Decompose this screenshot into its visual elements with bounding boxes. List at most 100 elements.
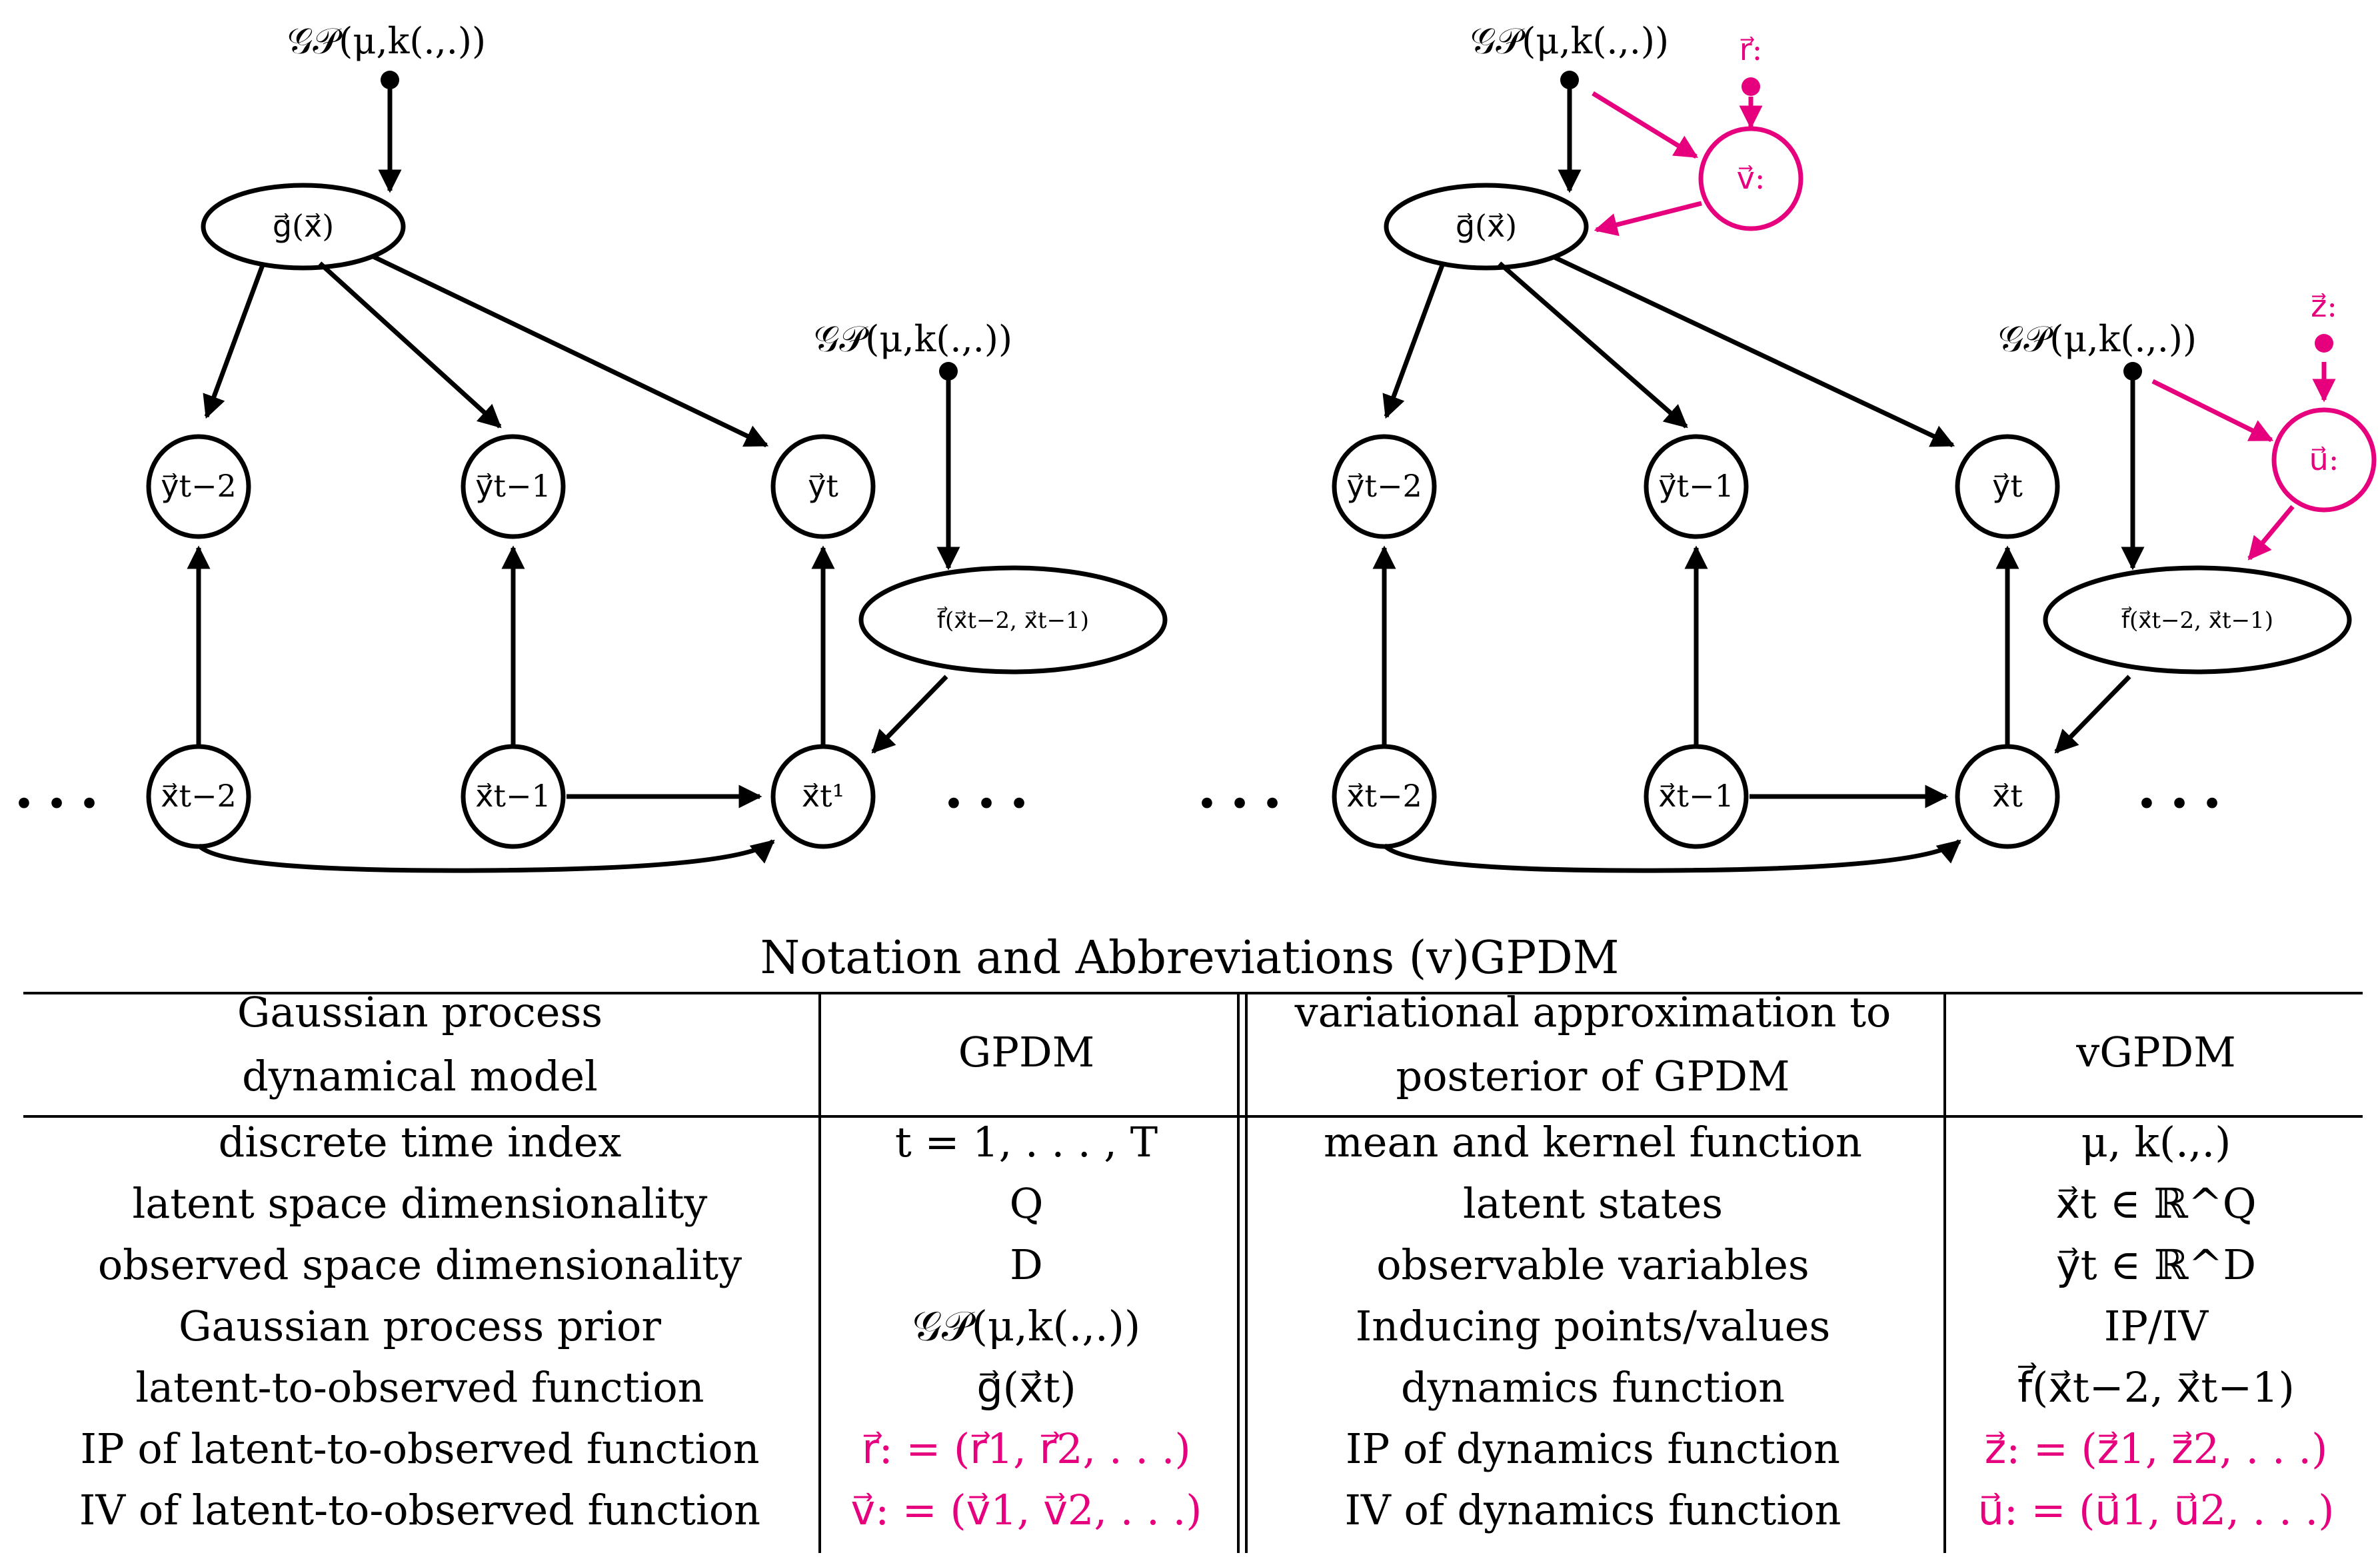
x-node-3-v	[1955, 744, 2060, 849]
r-point	[1742, 77, 1760, 96]
x-node-2	[461, 744, 566, 849]
x-node-1	[146, 744, 251, 849]
edge-f-to-x3	[871, 675, 948, 754]
table-cell-r4-c2: 𝒢𝒫(μ,k(.,.))	[912, 1302, 1140, 1350]
edge-g-to-y3-v	[1552, 254, 1955, 448]
y-node-2	[461, 434, 566, 539]
edge-g-to-y1	[203, 262, 266, 419]
z-label: z⃗:	[2311, 288, 2337, 324]
table-header-3-line-1: variational approximation to	[1294, 988, 1891, 1036]
ellipsis-right-a: • • •	[1196, 783, 1283, 825]
v-node-label: v⃗:	[1737, 160, 1766, 196]
variational-parts	[1592, 91, 2377, 561]
table-header-4-line-1: vGPDM	[2075, 1028, 2235, 1076]
u-node-label: u⃗:	[2309, 441, 2339, 477]
table-header-3-line-2: posterior of GPDM	[1396, 1052, 1790, 1100]
table-cell-r1-c4: μ, k(.,.)	[2081, 1118, 2231, 1166]
edge-g-to-y2-v	[1498, 261, 1688, 429]
x-node-2-label-v: x⃗t−1	[1658, 778, 1734, 814]
y-node-1-label: y⃗t−2	[161, 468, 237, 504]
y-node-1-v	[1332, 434, 1437, 539]
x-node-2-v	[1644, 744, 1749, 849]
table-cell-r1-c3: mean and kernel function	[1324, 1118, 1862, 1166]
table-cell-r7-c2: v⃗: = (v⃗1, v⃗2, . . .)	[851, 1486, 1202, 1534]
gp-prior-label-g-v: 𝒢𝒫(μ,k(.,.))	[1470, 20, 1669, 62]
table-cell-r7-c3: IV of dynamics function	[1345, 1486, 1841, 1534]
gp-prior-label-g: 𝒢𝒫(μ,k(.,.))	[287, 20, 486, 62]
table-cell-r1-c2: t = 1, . . . , T	[895, 1118, 1158, 1166]
x-node-3	[770, 744, 876, 849]
table-cell-r5-c4: f⃗(x⃗t−2, x⃗t−1)	[2017, 1362, 2295, 1412]
edge-g-to-y2	[318, 261, 502, 429]
gp-prior-point-g	[381, 71, 399, 89]
y-node-3-label-v: y⃗t	[1992, 468, 2023, 504]
table-cell-r7-c1: IV of latent-to-observed function	[79, 1486, 760, 1534]
edge-f-to-x3-v	[2054, 675, 2131, 754]
edge-g-to-y1-v	[1382, 262, 1446, 419]
table-cell-r3-c4: y⃗t ∈ ℝ^D	[2056, 1240, 2256, 1289]
edge-gp-to-v	[1592, 91, 1698, 159]
ellipsis-left-a: • • •	[13, 783, 100, 825]
edge-x1-to-x3	[197, 839, 775, 873]
edge-g-to-y3	[372, 254, 769, 448]
f-node	[858, 565, 1168, 675]
table-cell-r2-c1: latent space dimensionality	[133, 1179, 708, 1228]
edge-v-to-g	[1594, 201, 1702, 237]
y-node-2-label-v: y⃗t−1	[1658, 468, 1734, 504]
y-node-3	[770, 434, 876, 539]
table-cell-r4-c3: Inducing points/values	[1356, 1302, 1831, 1350]
ellipsis-left-b: • • •	[943, 783, 1030, 825]
edge-u-to-f	[2247, 505, 2295, 561]
y-node-3-label: y⃗t	[808, 468, 838, 504]
table-cell-r5-c2: g⃗(x⃗t)	[976, 1363, 1076, 1412]
gp-prior-point-f-v	[2123, 362, 2142, 381]
table-cell-r3-c2: D	[1010, 1240, 1043, 1289]
z-point	[2315, 334, 2333, 353]
r-label: r⃗:	[1740, 31, 1762, 67]
ellipsis-right-b: • • •	[2136, 783, 2223, 825]
table-cell-r5-c1: latent-to-observed function	[135, 1363, 704, 1412]
u-node	[2271, 407, 2377, 513]
gp-prior-label-f: 𝒢𝒫(μ,k(.,.))	[814, 318, 1012, 360]
table-cell-r3-c3: observable variables	[1376, 1240, 1809, 1289]
table-cell-r2-c2: Q	[1010, 1179, 1044, 1228]
g-node	[201, 183, 406, 271]
f-node-v	[2043, 565, 2352, 675]
table-cell-r5-c3: dynamics function	[1401, 1363, 1785, 1412]
edge-gp2-to-u	[2151, 379, 2274, 443]
table-cell-r6-c4: z⃗: = (z⃗1, z⃗2, . . .)	[1985, 1424, 2328, 1473]
x-node-3-label: x⃗t¹	[802, 778, 844, 814]
x-node-2-label: x⃗t−1	[475, 778, 551, 814]
table-cell-r4-c4: IP/IV	[2104, 1302, 2209, 1350]
gp-prior-point-g-v	[1560, 71, 1579, 89]
g-node-v	[1384, 183, 1589, 271]
gpdm-graph	[146, 85, 1168, 873]
table-cell-r7-c4: u⃗: = (u⃗1, u⃗2, . . .)	[1978, 1486, 2335, 1534]
table-header-1-line-2: dynamical model	[242, 1052, 598, 1100]
y-node-2-label: y⃗t−1	[475, 468, 551, 504]
f-node-label: f⃗(x⃗t−2, x⃗t−1)	[937, 607, 1089, 634]
g-node-label: g⃗(x⃗)	[273, 208, 334, 244]
table-cell-r3-c1: observed space dimensionality	[98, 1240, 742, 1289]
table-cell-r6-c3: IP of dynamics function	[1346, 1424, 1840, 1473]
notation-table	[23, 992, 2363, 1553]
f-node-label-v: f⃗(x⃗t−2, x⃗t−1)	[2121, 607, 2273, 634]
x-node-3-label-v: x⃗t	[1992, 778, 2023, 814]
y-node-2-v	[1644, 434, 1749, 539]
table-cell-r6-c2: r⃗: = (r⃗1, r⃗2, . . .)	[862, 1424, 1190, 1473]
table-cell-r6-c1: IP of latent-to-observed function	[80, 1424, 759, 1473]
table-cell-r4-c1: Gaussian process prior	[179, 1302, 661, 1350]
gp-prior-point-f	[939, 362, 958, 381]
table-cell-r2-c3: latent states	[1463, 1179, 1723, 1228]
x-node-1-v	[1332, 744, 1437, 849]
table-cell-r1-c1: discrete time index	[219, 1118, 622, 1166]
y-node-1-label-v: y⃗t−2	[1346, 468, 1422, 504]
vgpdm-graph	[1332, 85, 2352, 873]
table-cell-r2-c4: x⃗t ∈ ℝ^Q	[2055, 1179, 2256, 1228]
y-node-1	[146, 434, 251, 539]
edge-x1-to-x3-v	[1382, 839, 1961, 873]
v-node	[1698, 126, 1803, 231]
x-node-1-label: x⃗t−2	[161, 778, 237, 814]
